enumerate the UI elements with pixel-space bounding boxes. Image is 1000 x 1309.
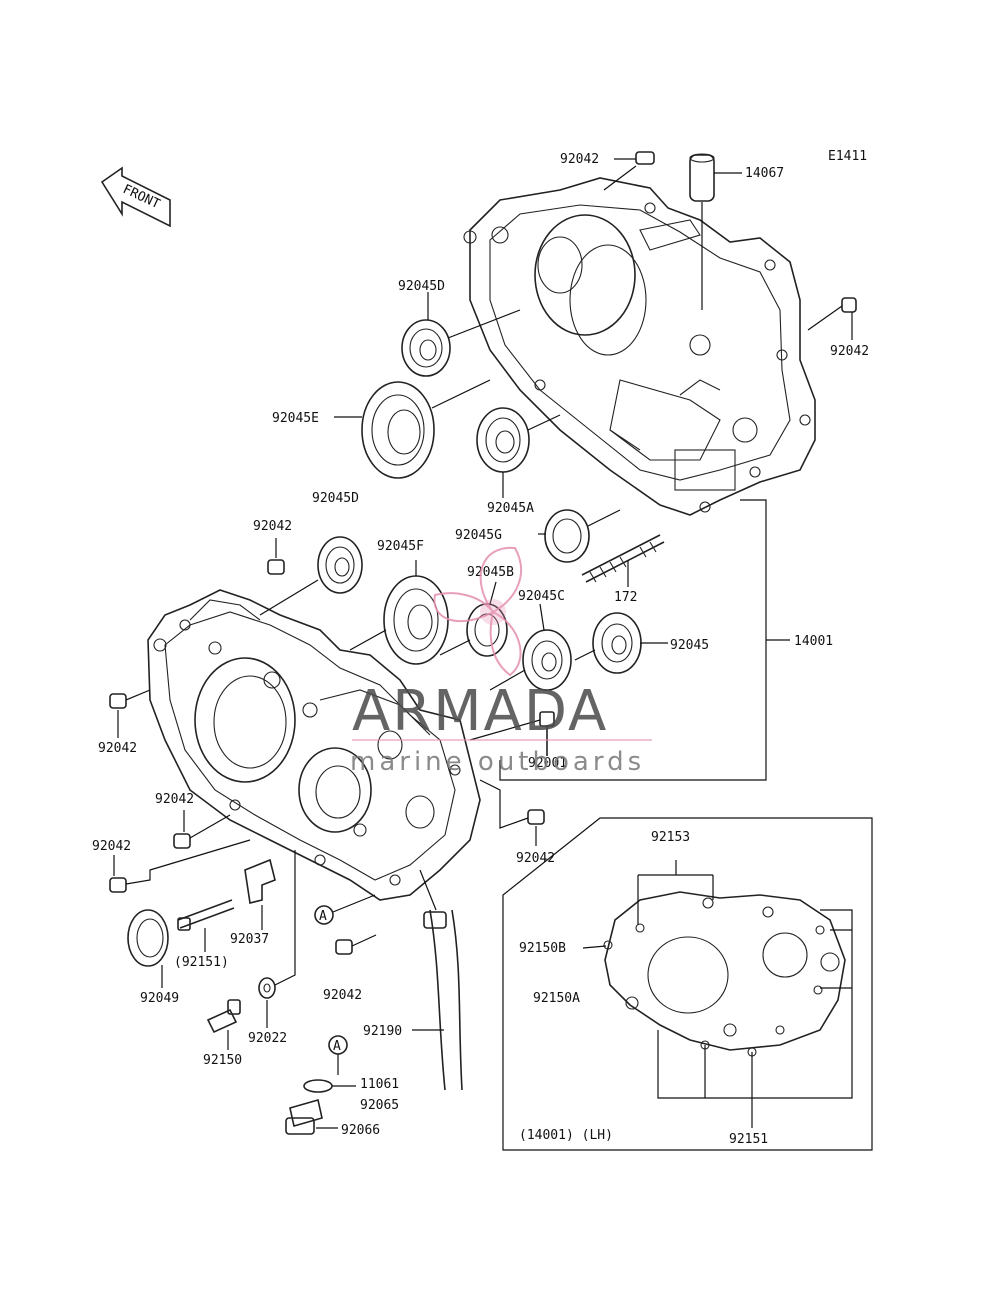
label-92042-left-3: 92042 xyxy=(92,839,131,854)
ref-a-label-1: A xyxy=(319,909,327,924)
crankcase-right-half xyxy=(463,177,816,516)
watermark-tagline: marine outboards xyxy=(350,747,645,777)
dowel-pin-left-1 xyxy=(267,538,285,575)
label-92045F: 92045F xyxy=(377,539,424,554)
dowel-pin-left-3 xyxy=(173,810,231,849)
propeller-icon xyxy=(433,546,523,677)
inset-label-92153: 92153 xyxy=(651,830,690,845)
label-14067: 14067 xyxy=(745,166,784,181)
label-92049: 92049 xyxy=(140,991,179,1006)
bearing-92045C xyxy=(489,603,572,691)
label-92042-left: 92042 xyxy=(98,741,137,756)
label-92045G: 92045G xyxy=(455,528,502,543)
dowel-pin-left-4 xyxy=(109,839,251,893)
gasket-11061 xyxy=(303,1079,356,1093)
inset-frame xyxy=(502,817,873,1151)
label-92151-paren: (92151) xyxy=(174,955,229,970)
inset-label-92150B: 92150B xyxy=(519,941,566,956)
diagram-code: E1411 xyxy=(828,149,867,164)
inset-crankcase-lh xyxy=(582,860,853,1128)
dowel-pin-right xyxy=(807,297,857,340)
label-92001: 92001 xyxy=(528,756,567,771)
label-92045C: 92045C xyxy=(518,589,565,604)
label-92042-right: 92042 xyxy=(830,344,869,359)
label-92042-bottom: 92042 xyxy=(323,988,362,1003)
label-92065: 92065 xyxy=(360,1098,399,1113)
dowel-pin-left-2 xyxy=(109,689,151,738)
ref-circle-a-2: A xyxy=(328,1035,348,1075)
label-92042-bottom-right: 92042 xyxy=(516,851,555,866)
label-172: 172 xyxy=(614,590,637,605)
label-92045: 92045 xyxy=(670,638,709,653)
label-92045D-lower: 92045D xyxy=(312,491,359,506)
watermark-logo: ARMADA marine outboards xyxy=(350,546,652,777)
plug-92066 xyxy=(285,1098,338,1135)
bearing-92045E xyxy=(334,379,491,479)
label-92037: 92037 xyxy=(230,932,269,947)
label-92066: 92066 xyxy=(341,1123,380,1138)
label-11061: 11061 xyxy=(360,1077,399,1092)
label-92150: 92150 xyxy=(203,1053,242,1068)
oil-seal-92049 xyxy=(127,909,169,988)
ref-circle-a-1: A xyxy=(314,894,376,925)
dowel-pin-bottom xyxy=(335,934,377,955)
dowel-pin-14067 xyxy=(689,153,742,310)
bearing-92045D-upper xyxy=(401,292,521,377)
washer-92022 xyxy=(258,850,296,1028)
bearing-92045G xyxy=(538,509,621,563)
front-arrow-icon: FRONT xyxy=(100,166,171,228)
bearing-92045F xyxy=(349,560,449,665)
bearing-92045D-lower xyxy=(259,536,363,616)
watermark-brand: ARMADA xyxy=(352,679,608,744)
inset-label-92151: 92151 xyxy=(729,1132,768,1147)
crankcase-left-half xyxy=(147,589,481,901)
inset-label-14001-lh: (14001) (LH) xyxy=(519,1128,613,1143)
ref-a-label-2: A xyxy=(333,1039,341,1054)
dowel-pin-right-lower xyxy=(479,779,545,846)
label-14001: 14001 xyxy=(794,634,833,649)
bracket-92037 xyxy=(244,858,276,930)
bearing-92045A xyxy=(476,407,561,498)
label-92045E: 92045E xyxy=(272,411,319,426)
label-92022: 92022 xyxy=(248,1031,287,1046)
label-92045B: 92045B xyxy=(467,565,514,580)
bracket-14001 xyxy=(499,499,767,781)
dowel-pin-top xyxy=(603,151,655,191)
label-92045D-upper: 92045D xyxy=(398,279,445,294)
bolt-92150 xyxy=(206,999,241,1050)
breather-hose-92190 xyxy=(412,869,463,1091)
stud-bolt-172 xyxy=(581,534,665,587)
label-92042-left-2: 92042 xyxy=(155,792,194,807)
label-92045A: 92045A xyxy=(487,501,534,516)
inset-label-92150A: 92150A xyxy=(533,991,580,1006)
label-92042-top: 92042 xyxy=(560,152,599,167)
bearing-92045 xyxy=(574,612,668,674)
front-label: FRONT xyxy=(120,182,162,212)
bolt-92001 xyxy=(469,711,555,756)
label-92042-mid: 92042 xyxy=(253,519,292,534)
bolt-92151 xyxy=(177,899,235,952)
label-92190: 92190 xyxy=(363,1024,402,1039)
